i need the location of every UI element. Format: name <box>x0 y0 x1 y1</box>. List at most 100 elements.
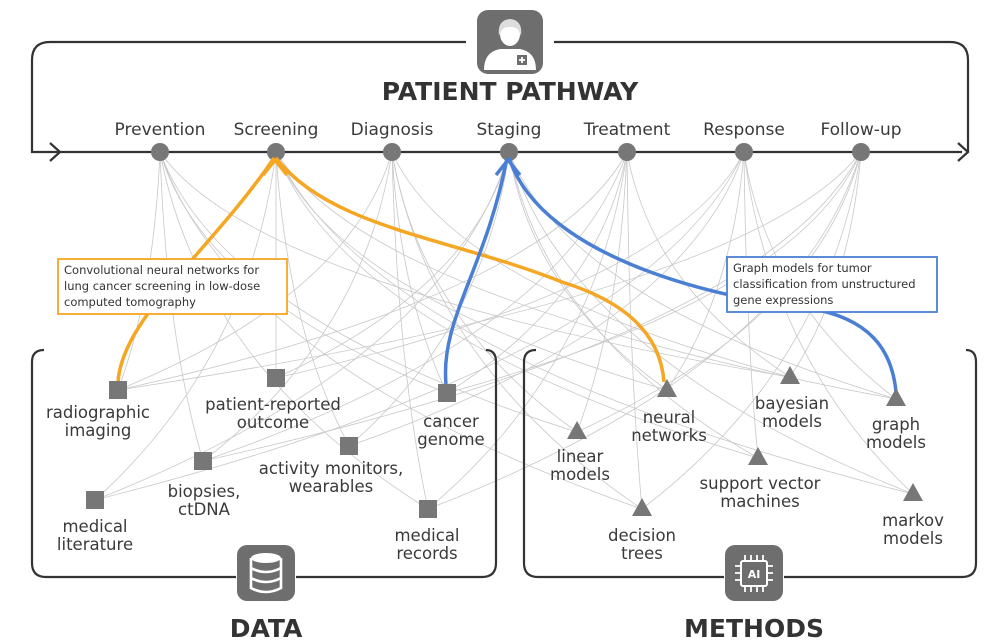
data-node-patient-reported <box>267 369 285 387</box>
connection-link <box>275 151 759 459</box>
orange-arrowhead <box>261 157 289 177</box>
connection-link <box>508 151 914 495</box>
method-label-markov-models: models <box>883 529 943 548</box>
orange-callout-line-3: computed tomography <box>64 295 196 309</box>
connection-link <box>117 151 393 391</box>
connection-link <box>626 151 791 378</box>
connection-link <box>275 151 897 400</box>
method-label-neural-networks: networks <box>631 426 707 445</box>
doctor-icon <box>477 10 543 74</box>
data-node-cancer-genome <box>438 384 456 402</box>
data-label-patient-reported: outcome <box>237 413 309 432</box>
orange-callout: Convolutional neural networks for lung c… <box>57 258 288 315</box>
method-node-linear-models <box>567 421 587 439</box>
method-label-decision-trees: decision <box>608 526 676 545</box>
method-node-markov-models <box>903 483 923 501</box>
data-label-biopsies: ctDNA <box>178 500 231 519</box>
stage-node-prevention <box>151 143 169 161</box>
stage-node-response <box>735 143 753 161</box>
data-label-activity-monitors: activity monitors, <box>259 459 403 478</box>
connection-link <box>508 151 759 459</box>
stage-label-screening: Screening <box>234 120 319 140</box>
data-label-medical-literature: literature <box>57 535 133 554</box>
data-label-cancer-genome: cancer <box>423 412 479 431</box>
methods-frame-right <box>784 348 978 579</box>
database-icon <box>237 545 295 601</box>
connection-web <box>94 151 914 510</box>
blue-callout-line-1: Graph models for tumor <box>733 261 872 275</box>
data-label-radiographic: imaging <box>65 421 132 440</box>
connection-link <box>202 151 393 462</box>
data-label-cancer-genome: genome <box>417 430 484 449</box>
method-label-neural-networks: neural <box>643 408 696 427</box>
ai-chip-label: AI <box>748 568 761 581</box>
connection-link <box>275 151 510 379</box>
connection-link <box>202 151 862 462</box>
method-label-bayesian-models: models <box>762 412 822 431</box>
connection-link <box>391 151 643 510</box>
stage-node-diagnosis <box>383 143 401 161</box>
ai-chip-icon: AI <box>725 545 783 601</box>
connection-link <box>275 151 350 447</box>
connection-link <box>159 151 791 378</box>
methods-frame-left <box>522 348 724 579</box>
stage-node-follow-up <box>852 143 870 161</box>
connection-link <box>94 151 510 501</box>
data-label-activity-monitors: wearables <box>289 477 373 496</box>
connection-link <box>666 151 745 391</box>
method-label-decision-trees: trees <box>621 544 663 563</box>
blue-callout-line-2: classification from unstructured <box>733 277 916 291</box>
method-label-support-vector-machines: machines <box>720 492 800 511</box>
stage-label-diagnosis: Diagnosis <box>351 120 434 140</box>
pathway-arrow-left <box>49 142 62 162</box>
blue-callout-line-3: gene expressions <box>733 293 833 307</box>
pathway-arrow-right <box>957 142 970 162</box>
data-node-medical-records <box>419 500 437 518</box>
stage-node-treatment <box>618 143 636 161</box>
data-title: DATA <box>230 614 303 643</box>
connection-link <box>275 151 668 391</box>
data-label-patient-reported: patient-reported <box>205 395 341 414</box>
method-label-markov-models: markov <box>882 511 944 530</box>
method-label-graph-models: models <box>866 433 926 452</box>
method-label-bayesian-models: bayesian <box>755 394 829 413</box>
data-frame-left <box>30 348 236 579</box>
method-label-linear-models: linear <box>557 447 604 466</box>
connection-link <box>117 151 628 391</box>
data-label-biopsies: biopsies, <box>168 482 241 501</box>
pathway-title: PATIENT PATHWAY <box>382 77 639 106</box>
orange-callout-line-1: Convolutional neural networks for <box>64 263 259 277</box>
connection-link <box>743 151 759 459</box>
data-label-medical-records: records <box>396 544 457 563</box>
method-node-neural-networks <box>657 379 677 397</box>
method-label-linear-models: models <box>550 465 610 484</box>
method-label-support-vector-machines: support vector <box>700 474 821 493</box>
pathway-frame <box>30 40 970 154</box>
data-node-medical-literature <box>86 491 104 509</box>
connection-link <box>94 151 277 501</box>
data-frame-right <box>296 348 498 579</box>
data-label-radiographic: radiographic <box>46 403 150 422</box>
connection-link <box>391 151 448 394</box>
method-node-bayesian-models <box>780 366 800 384</box>
connection-link <box>202 151 628 462</box>
data-node-radiographic <box>109 381 127 399</box>
stage-label-treatment: Treatment <box>583 120 671 140</box>
connection-link <box>427 151 628 510</box>
stages: Prevention Screening Diagnosis Staging Treat… <box>115 120 902 161</box>
blue-highlight-data <box>443 157 509 385</box>
method-label-graph-models: graph <box>872 415 920 434</box>
connection-link <box>391 151 578 433</box>
method-node-graph-models <box>886 388 906 406</box>
data-node-biopsies <box>194 452 212 470</box>
connection-link <box>94 151 745 501</box>
methods-title: METHODS <box>684 614 824 643</box>
stage-label-prevention: Prevention <box>115 120 206 140</box>
method-node-support-vector-machines <box>748 447 768 465</box>
connection-link <box>159 151 429 510</box>
stage-label-staging: Staging <box>477 120 542 140</box>
